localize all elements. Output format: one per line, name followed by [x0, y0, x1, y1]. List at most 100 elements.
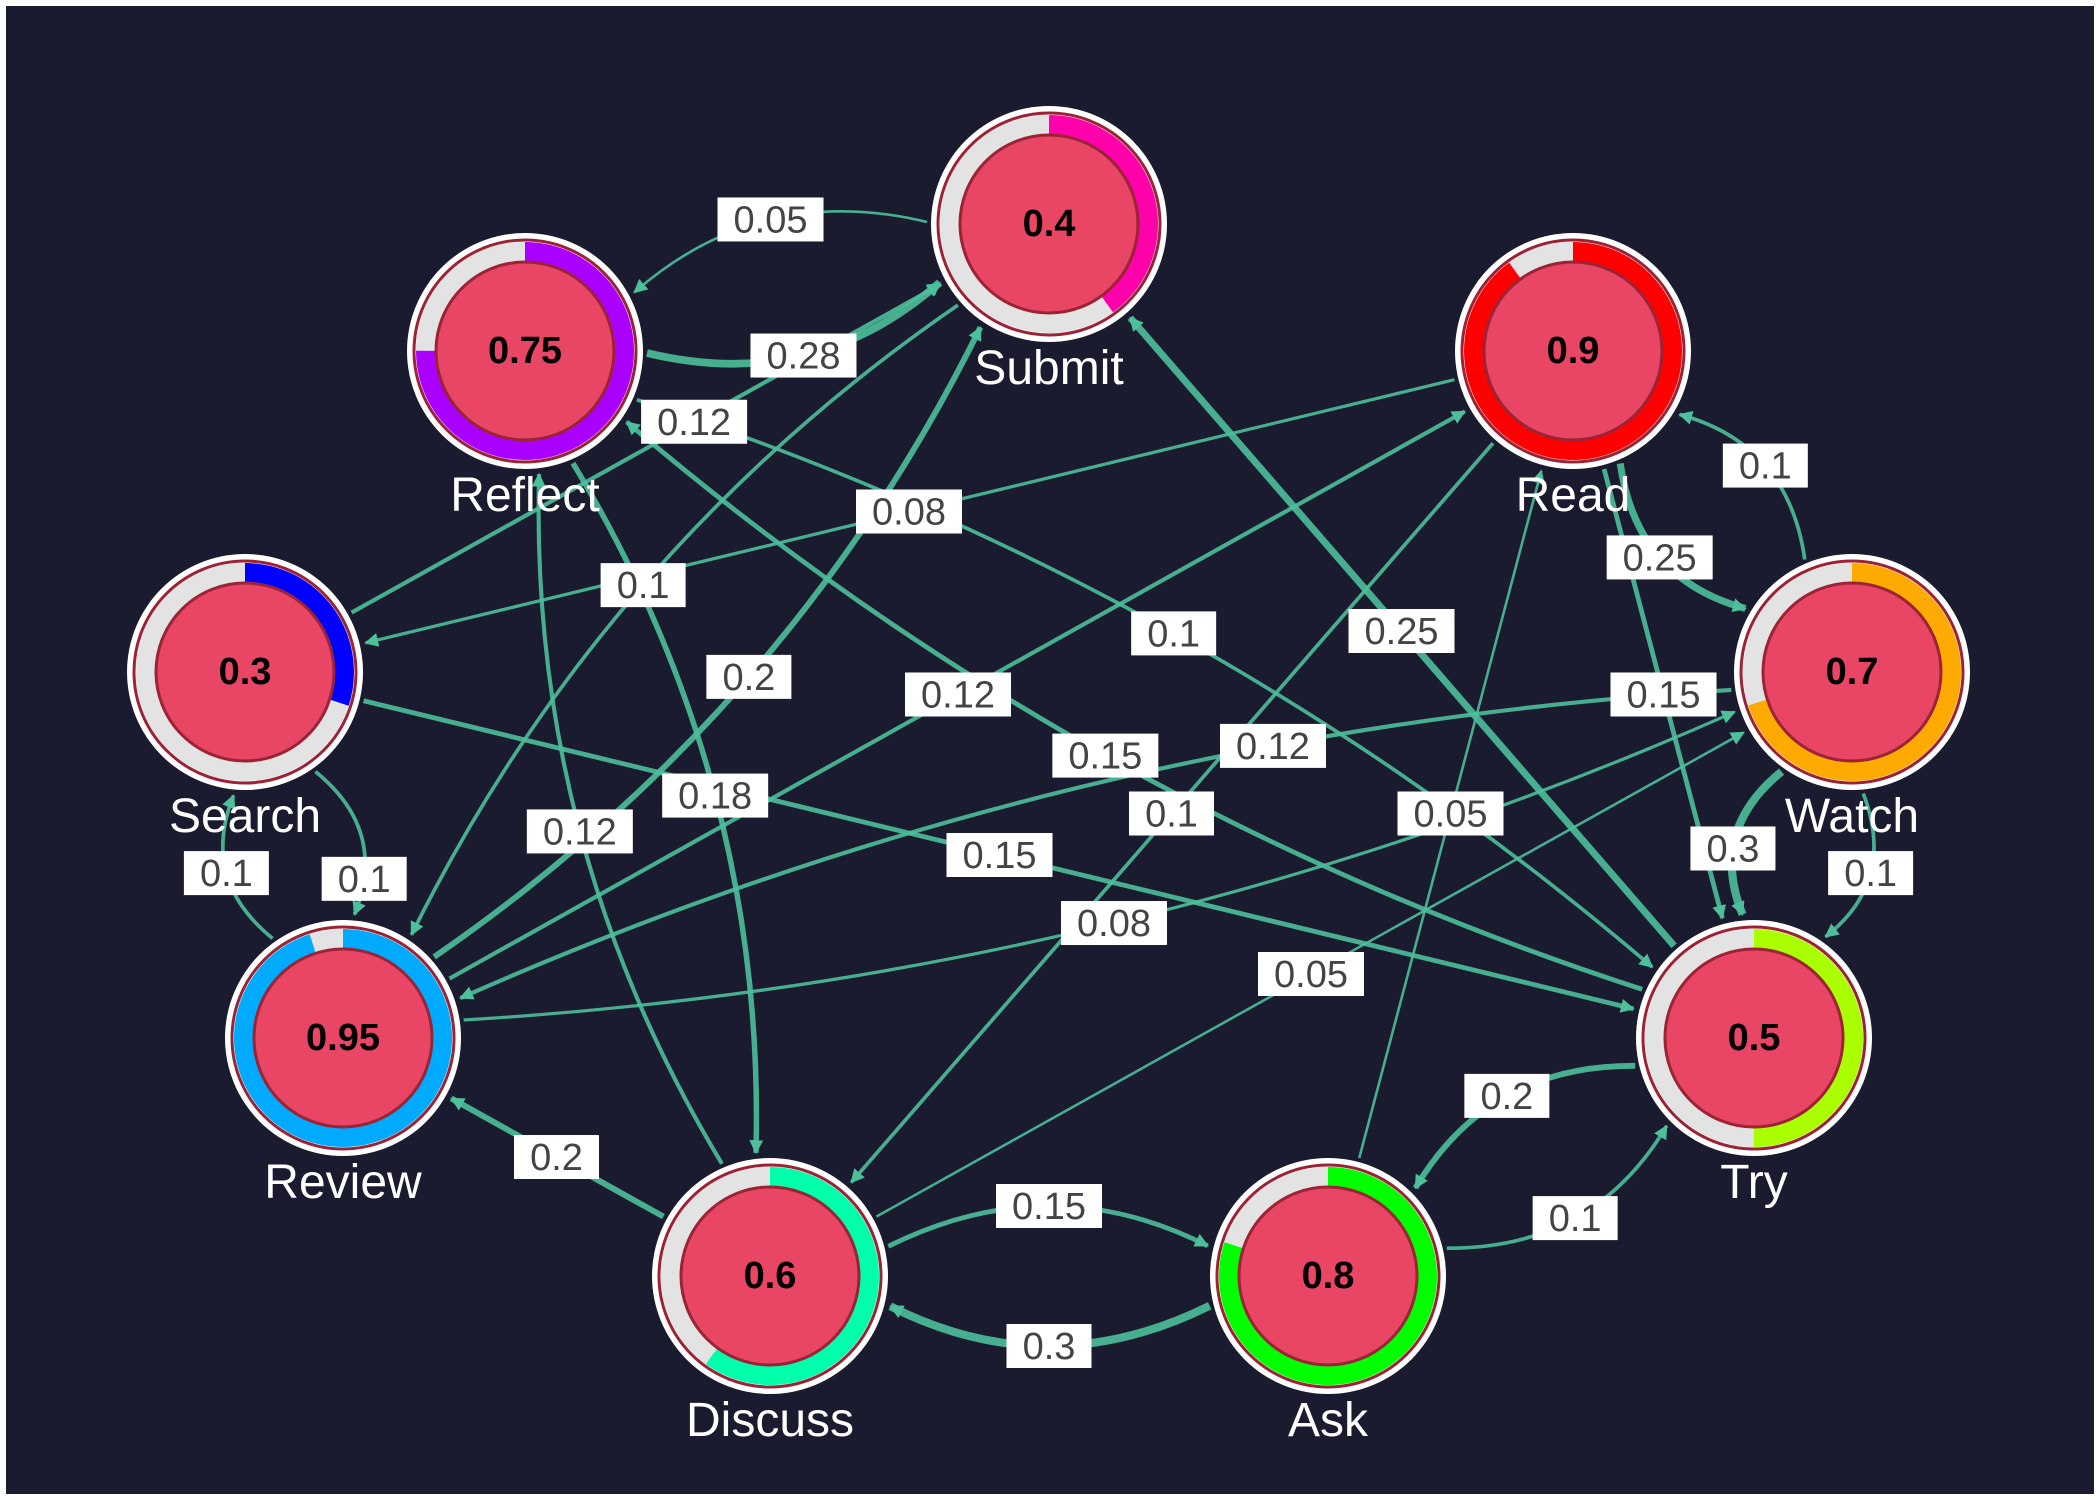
node-value: 0.7	[1826, 651, 1879, 693]
edge-weight: 0.28	[767, 336, 841, 378]
edge-labels-layer: 0.28 0.05 0.12 0.2 0.1 0.08 0.15 0.1 0.25 0.12 0.1…	[183, 197, 1914, 1368]
edge-search-to-submit	[350, 282, 942, 615]
edge-label-box	[1060, 901, 1167, 946]
node-core	[1482, 260, 1664, 442]
edge-weight: 0.1	[617, 565, 670, 607]
edge-label-box	[996, 1184, 1102, 1228]
node-core	[1663, 947, 1845, 1129]
node-value: 0.75	[488, 330, 562, 372]
edge-weight: 0.05	[1274, 954, 1348, 996]
node-border	[657, 1163, 883, 1389]
edge-label-box	[1464, 1073, 1550, 1118]
node-label: Reflect	[450, 469, 599, 522]
node-border	[1460, 238, 1686, 464]
edge-label-box	[1828, 851, 1914, 896]
node-value: 0.8	[1302, 1255, 1355, 1297]
edge-label-box	[1690, 826, 1776, 871]
edge-label: 0.15	[946, 833, 1053, 877]
edge-weight: 0.05	[734, 199, 808, 241]
edge-label: 0.1	[1129, 791, 1214, 836]
edge-label: 0.12	[905, 672, 1011, 717]
edge-label: 0.05	[1258, 952, 1364, 996]
edge-label-box	[1258, 952, 1364, 996]
node-border	[1641, 925, 1867, 1151]
edge-weight: 0.08	[872, 492, 946, 534]
edge-weight: 0.18	[678, 776, 752, 818]
progress-ring	[416, 242, 634, 460]
edge-label-box	[1606, 535, 1713, 580]
node-label: Review	[264, 1156, 422, 1209]
node-label: Discuss	[686, 1394, 854, 1447]
edge-label-box	[946, 833, 1053, 877]
edge-weight: 0.1	[1844, 853, 1897, 895]
edge-label: 0.12	[1219, 723, 1326, 768]
edge-weight: 0.12	[543, 811, 617, 853]
edge-label: 0.3	[1006, 1324, 1092, 1368]
node-core	[252, 947, 434, 1129]
edge-weight: 0.08	[1077, 903, 1151, 945]
edge-label: 0.15	[1052, 733, 1159, 778]
edge-label-box	[600, 563, 686, 608]
edge-label: 0.12	[526, 809, 633, 854]
edge-weight: 0.05	[1414, 794, 1488, 836]
node-value: 0.3	[219, 651, 272, 693]
edge-label-box	[1610, 672, 1717, 717]
edge-weight: 0.25	[1623, 537, 1697, 579]
node-value: 0.6	[744, 1255, 797, 1297]
node-core	[679, 1185, 861, 1367]
edge-weight: 0.1	[1549, 1198, 1602, 1240]
edge-label-box	[526, 809, 633, 854]
edge-label-box	[1129, 791, 1214, 836]
edge-label: 0.25	[1348, 609, 1455, 653]
edge-label: 0.08	[856, 489, 962, 534]
edge-label: 0.18	[662, 773, 769, 818]
edge-label-box	[1397, 791, 1504, 836]
edge-label-box	[856, 489, 962, 534]
edge-weight: 0.12	[1236, 726, 1310, 768]
edge-label-box	[321, 856, 407, 901]
edge-label: 0.2	[514, 1135, 599, 1179]
edge-weight: 0.25	[1365, 611, 1439, 653]
node-border	[412, 238, 638, 464]
node-label: Submit	[974, 342, 1123, 395]
edge-weight: 0.12	[657, 402, 731, 444]
edge-weight: 0.2	[530, 1137, 583, 1179]
edge-weight: 0.15	[1068, 736, 1142, 778]
edge-label-box	[750, 333, 857, 378]
edge-label: 0.28	[750, 333, 857, 378]
edge-label-box	[662, 773, 769, 818]
progress-ring	[1743, 563, 1961, 781]
edge-label: 0.12	[641, 399, 748, 444]
node-border	[132, 559, 358, 785]
edge-label-box	[1532, 1196, 1618, 1241]
edge-label-box	[1052, 733, 1159, 778]
node-core	[154, 581, 336, 763]
edge-label-box	[1219, 723, 1326, 768]
node-value: 0.9	[1547, 330, 1600, 372]
edge-label: 0.1	[1131, 611, 1217, 656]
edge-weight: 0.1	[1739, 446, 1792, 488]
edge-label: 0.1	[321, 856, 407, 901]
edge-label: 0.05	[717, 197, 824, 242]
edge-label-box	[717, 197, 824, 242]
edge-weight: 0.3	[1707, 828, 1760, 870]
edge-label-box	[1131, 611, 1217, 656]
node-label: Read	[1516, 469, 1631, 522]
node-core	[434, 260, 616, 442]
node-border	[936, 111, 1162, 337]
edge-label-box	[905, 672, 1011, 717]
node-value: 0.5	[1728, 1017, 1781, 1059]
progress-ring	[234, 929, 452, 1147]
edge-weight: 0.1	[338, 859, 391, 901]
progress-ring	[1464, 242, 1682, 460]
